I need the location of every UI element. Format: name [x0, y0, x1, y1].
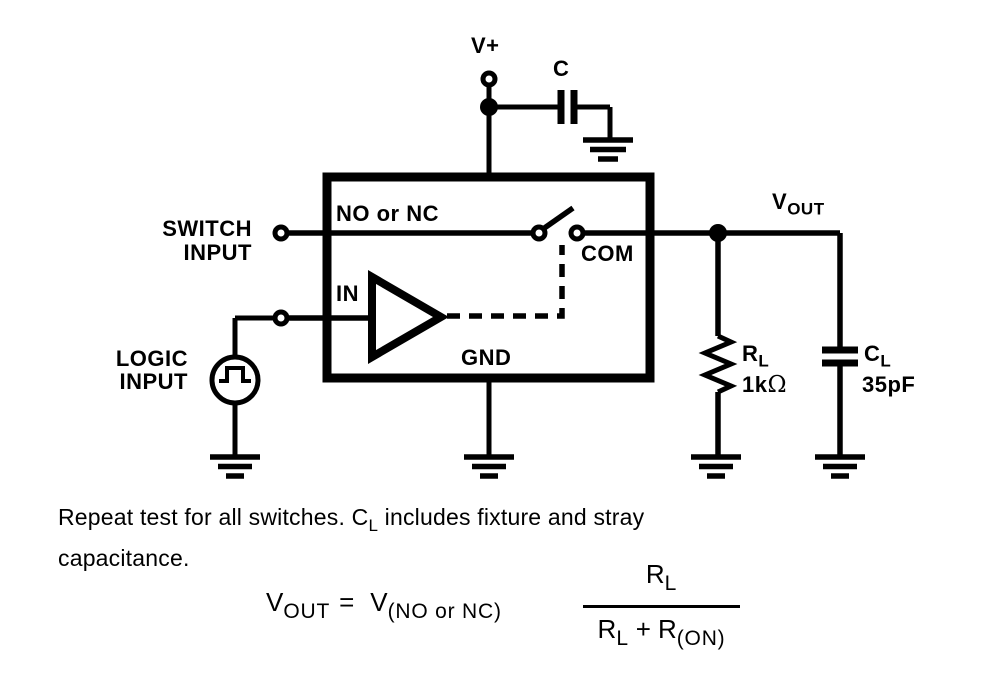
switch-control-dashed-line — [447, 245, 565, 319]
load-capacitor-icon — [822, 233, 858, 457]
cl-label-sub: L — [880, 351, 892, 371]
ground-icon — [691, 454, 741, 479]
note-text: Repeat test for all switches. CL include… — [58, 501, 644, 575]
pulse-source-icon — [209, 315, 273, 457]
switch-input-label-line2: INPUT — [183, 240, 252, 265]
bypass-capacitor-icon — [489, 90, 613, 141]
note-line1-sub: L — [368, 515, 379, 535]
pin-label-gnd: GND — [461, 345, 512, 370]
switch-input-label: SWITCH INPUT — [140, 217, 252, 265]
vout-label-sub: OUT — [787, 199, 825, 219]
note-line1-part1: Repeat test for all switches. C — [58, 504, 369, 530]
rl-label-base: R — [742, 341, 759, 366]
vout-label: VOUT — [772, 190, 825, 221]
logic-input-label-line1: LOGIC — [115, 346, 188, 371]
fraction-bar — [583, 604, 740, 608]
formula-vout-sub: OUT — [283, 599, 331, 623]
switch-input-label-line1: SWITCH — [162, 216, 252, 241]
buffer-amplifier-icon — [272, 270, 449, 364]
bypass-cap-label: C — [553, 56, 570, 81]
vplus-label: V+ — [471, 33, 500, 58]
rl-value: 1kΩ — [742, 372, 788, 398]
denominator-rl-sub: L — [616, 626, 629, 650]
fraction-denominator: RL+R(ON) — [598, 608, 726, 654]
cl-value: 35pF — [862, 372, 916, 397]
denominator-ron-base: R — [657, 613, 677, 644]
note-line1: Repeat test for all switches. CL include… — [58, 501, 644, 542]
ground-icon — [464, 454, 514, 479]
cl-label: CL — [864, 342, 891, 373]
formula-v-sub: (NO or NC) — [387, 599, 502, 623]
pulse-waveform-glyph — [219, 366, 251, 383]
formula-v-base: V — [370, 587, 388, 617]
formula-fraction: RL RL+R(ON) — [583, 559, 740, 654]
spst-switch-icon — [447, 205, 586, 319]
denominator-plus: + — [635, 613, 651, 644]
switch-input-terminal-icon — [272, 224, 531, 242]
numerator-r-sub: L — [664, 571, 678, 595]
formula-lhs: VOUT=V(NO or NC) — [266, 589, 502, 622]
pin-label-in: IN — [336, 281, 359, 306]
denominator-rl-base: R — [597, 613, 617, 644]
formula-equals: = — [339, 587, 355, 617]
note-line1-part2: includes fixture and stray — [378, 504, 645, 530]
ground-icon — [583, 137, 633, 162]
pin-label-no-nc: NO or NC — [336, 201, 439, 226]
note-line2: capacitance. — [58, 544, 190, 571]
formula-vout-base: V — [266, 587, 284, 617]
ground-icon — [210, 454, 260, 479]
rl-value-number: 1k — [742, 372, 768, 397]
vplus-terminal-icon — [480, 70, 498, 178]
logic-input-label-line2: INPUT — [119, 369, 188, 394]
fraction-numerator: RL — [646, 559, 677, 605]
cl-label-base: C — [864, 341, 881, 366]
ohm-symbol: Ω — [767, 372, 788, 398]
rl-label-sub: L — [758, 351, 770, 371]
rl-label: RL — [742, 342, 769, 373]
load-resistor-icon — [698, 233, 738, 457]
vout-label-base: V — [772, 189, 788, 214]
logic-input-label: LOGIC INPUT — [100, 347, 188, 393]
pin-label-com: COM — [581, 241, 634, 266]
denominator-ron-sub: (ON) — [676, 626, 726, 650]
numerator-r-base: R — [645, 559, 665, 589]
ic-body — [322, 172, 655, 383]
ground-icon — [815, 454, 865, 479]
